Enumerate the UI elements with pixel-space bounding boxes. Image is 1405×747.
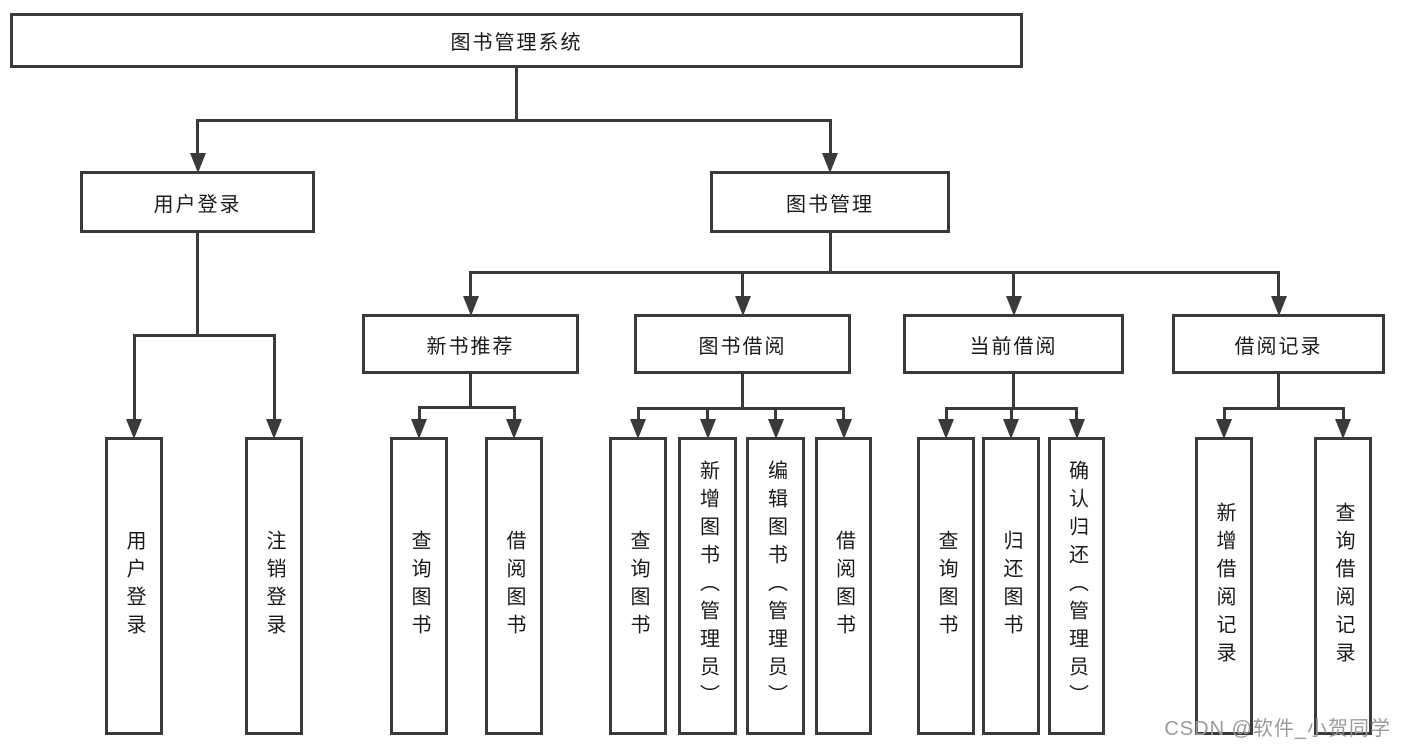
node-label: 查询借阅记录 [1332,502,1354,670]
arrowhead-icon [1005,296,1022,316]
node-label: 借阅图书 [503,530,525,642]
node-label: 编辑图书（管理员） [764,460,787,712]
connector-segment [828,122,832,159]
arrowhead-icon [699,419,716,439]
node-leaf-user-login: 用户登录 [105,437,163,735]
connector-segment [272,337,276,425]
connector-segment [469,271,1280,274]
connector-segment [196,119,832,122]
arrowhead-icon [1068,419,1085,439]
connector-segment [1012,374,1015,410]
arrowhead-icon [411,419,427,439]
node-leaf-nb-query-book: 查询图书 [390,437,448,735]
node-label: 借阅图书 [832,530,855,642]
connector-segment [1075,410,1078,425]
arrowhead-icon [1003,419,1019,439]
node-branch-book-borrow: 图书借阅 [634,314,851,374]
node-leaf-bb-edit-book-admin: 编辑图书（管理员） [746,437,805,735]
arrowhead-icon [822,153,838,173]
arrowhead-icon [462,296,479,316]
connector-segment [741,274,744,302]
node-label: 新增图书（管理员） [696,460,719,712]
connector-segment [1222,407,1345,410]
node-leaf-nb-borrow-book: 借阅图书 [485,437,543,735]
connector-segment [842,410,845,425]
watermark: CSDN @软件_小贺同学 [1164,718,1391,740]
connector-segment [636,410,640,425]
arrowhead-icon [630,419,646,439]
arrowhead-icon [126,419,142,439]
connector-segment [1222,410,1226,425]
arrowhead-icon [767,419,784,439]
arrowhead-icon [266,419,282,439]
connector-segment [1277,274,1280,302]
connector-segment [417,406,516,409]
node-label: 新书推荐 [426,335,515,358]
connector-segment [944,407,1078,410]
connector-segment [469,374,472,409]
connector-segment [515,68,518,122]
connector-segment [417,409,421,425]
node-label: 借阅记录 [1234,335,1323,358]
connector-segment [636,407,845,410]
node-leaf-bb-borrow-book: 借阅图书 [815,437,872,735]
node-branch-current-borrow: 当前借阅 [903,314,1124,374]
node-branch-borrow-records: 借阅记录 [1172,314,1385,374]
connector-segment [1009,410,1013,425]
connector-segment [741,374,744,410]
node-leaf-cb-query-book: 查询图书 [917,437,975,735]
node-label: 用户登录 [153,193,242,216]
connector-segment [828,233,832,274]
connector-segment [774,410,777,425]
connector-segment [132,337,136,425]
node-leaf-br-query-record: 查询借阅记录 [1314,437,1372,735]
connector-segment [196,233,199,337]
node-label: 查询图书 [408,530,430,642]
connector-segment [944,410,948,425]
arrowhead-icon [1270,296,1287,316]
node-leaf-bb-add-book-admin: 新增图书（管理员） [678,437,737,735]
arrowhead-icon [835,419,852,439]
node-leaf-bb-query-book: 查询图书 [609,437,667,735]
arrowhead-icon [1335,419,1351,439]
arrowhead-icon [734,296,751,316]
arrowhead-icon [189,153,206,173]
node-branch-user-login: 用户登录 [80,171,315,233]
connector-segment [706,410,709,425]
node-branch-new-book-recommend: 新书推荐 [362,314,579,374]
node-system-root: 图书管理系统 [10,13,1023,68]
node-label: 查询图书 [627,530,649,642]
node-label: 新增借阅记录 [1213,502,1235,670]
node-label: 图书管理系统 [450,32,583,54]
arrowhead-icon [938,419,954,439]
node-branch-book-management: 图书管理 [710,171,950,233]
node-label: 确认归还（管理员） [1065,460,1088,712]
node-leaf-cb-return-book: 归还图书 [982,437,1040,735]
connector-segment [1277,374,1280,410]
arrowhead-icon [506,419,522,439]
arrowhead-icon [1216,419,1232,439]
node-label: 用户登录 [123,530,145,642]
node-label: 注销登录 [263,530,285,642]
node-leaf-cb-confirm-return-admin: 确认归还（管理员） [1048,437,1105,735]
connector-segment [469,274,472,302]
node-label: 当前借阅 [969,335,1058,358]
node-label: 图书管理 [786,193,874,216]
node-leaf-br-add-record: 新增借阅记录 [1195,437,1253,735]
connector-segment [132,334,276,337]
connector-segment [1341,410,1345,425]
connector-segment [1012,274,1015,302]
connector-segment [512,409,516,425]
node-label: 图书借阅 [698,335,787,358]
node-leaf-logout: 注销登录 [245,437,303,735]
node-label: 归还图书 [1000,530,1022,642]
node-label: 查询图书 [935,530,957,642]
connector-segment [196,122,199,159]
